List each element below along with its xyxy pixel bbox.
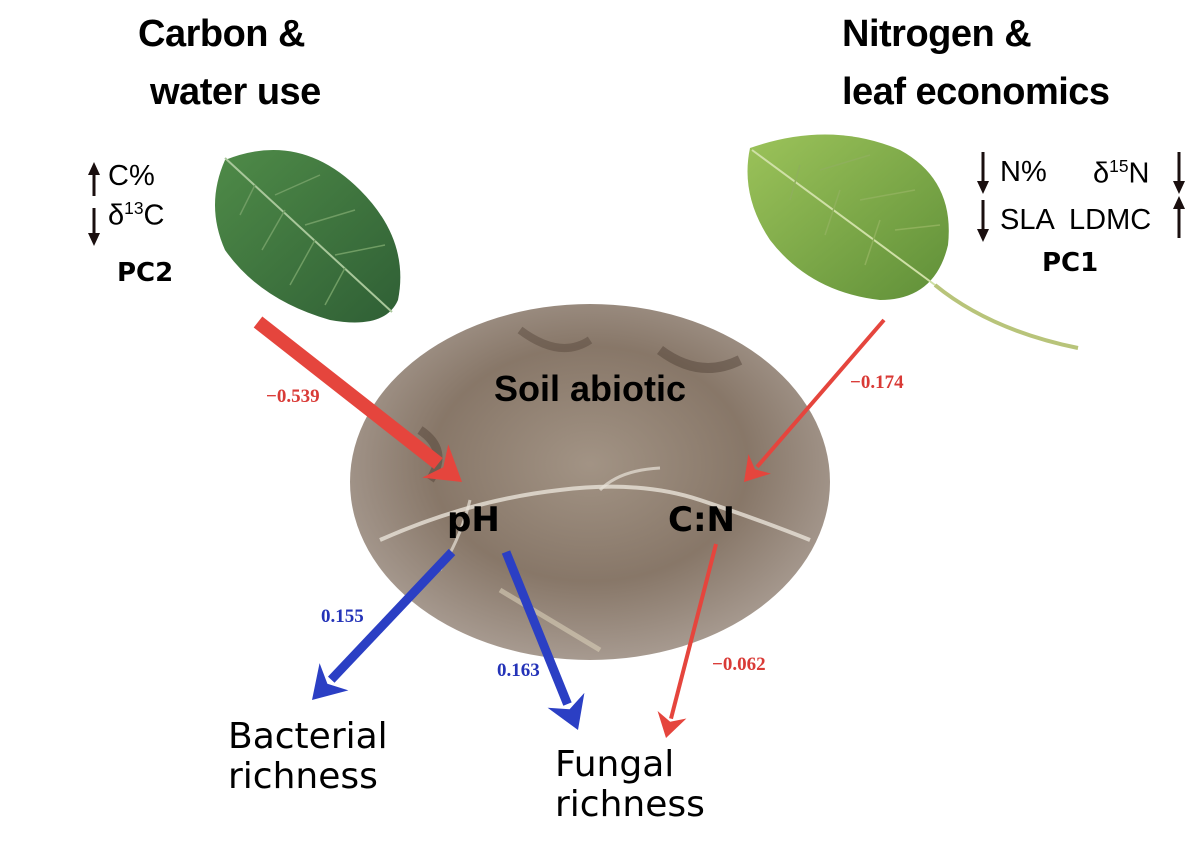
coef-pc2-ph: −0.539 xyxy=(266,386,320,407)
node-cn: C:N xyxy=(668,500,736,540)
right-title-line1: Nitrogen & xyxy=(842,13,1032,55)
right-leaf-image xyxy=(747,134,1079,350)
right-trait-sla: SLA xyxy=(1000,204,1055,236)
outcome-fungal-line1: Fungal xyxy=(555,744,675,785)
coef-pc1-cn: −0.174 xyxy=(850,372,904,393)
path-arrow-c-n-to-fungal-richness xyxy=(657,543,718,738)
outcome-fungal-line2: richness xyxy=(555,784,705,825)
path-arrow-ph-to-fungal-richness xyxy=(501,550,585,730)
trait-direction-arrows xyxy=(88,152,1185,246)
outcome-bacterial-line1: Bacterial xyxy=(228,716,388,757)
path-arrows xyxy=(253,316,886,738)
left-leaf-image xyxy=(215,150,401,323)
soil-ellipse xyxy=(350,304,830,660)
delta13c-down-arrow-icon xyxy=(88,208,100,246)
right-trait-n-percent: N% xyxy=(1000,156,1047,188)
node-ph: pH xyxy=(447,500,500,540)
left-title-line1: Carbon & xyxy=(138,13,306,55)
soil-title: Soil abiotic xyxy=(494,368,687,409)
path-arrow-pc2-to-ph xyxy=(253,316,462,482)
left-trait-c-percent: C% xyxy=(108,160,155,192)
right-trait-delta15n: δ15N xyxy=(1093,156,1150,190)
path-arrow-ph-to-bacterial-richness xyxy=(312,548,456,700)
c-percent-up-arrow-icon xyxy=(88,162,100,196)
ldmc-up-arrow-icon xyxy=(1173,196,1185,238)
delta15n-down-arrow-icon xyxy=(1173,152,1185,194)
sla-down-arrow-icon xyxy=(977,200,989,242)
right-title-line2: leaf economics xyxy=(842,71,1110,113)
right-trait-ldmc: LDMC xyxy=(1069,204,1152,236)
left-title-line2: water use xyxy=(150,71,321,113)
right-pc-label: PC1 xyxy=(1042,248,1099,278)
left-trait-delta13c: δ13C xyxy=(108,198,165,232)
coef-ph-bacterial: 0.155 xyxy=(321,606,364,627)
n-percent-down-arrow-icon xyxy=(977,152,989,194)
outcome-bacterial-line2: richness xyxy=(228,756,378,797)
left-pc-label: PC2 xyxy=(117,258,174,288)
coef-ph-fungal: 0.163 xyxy=(497,660,540,681)
path-arrow-pc1-to-c-n xyxy=(744,318,886,482)
coef-cn-fungal: −0.062 xyxy=(712,654,766,675)
